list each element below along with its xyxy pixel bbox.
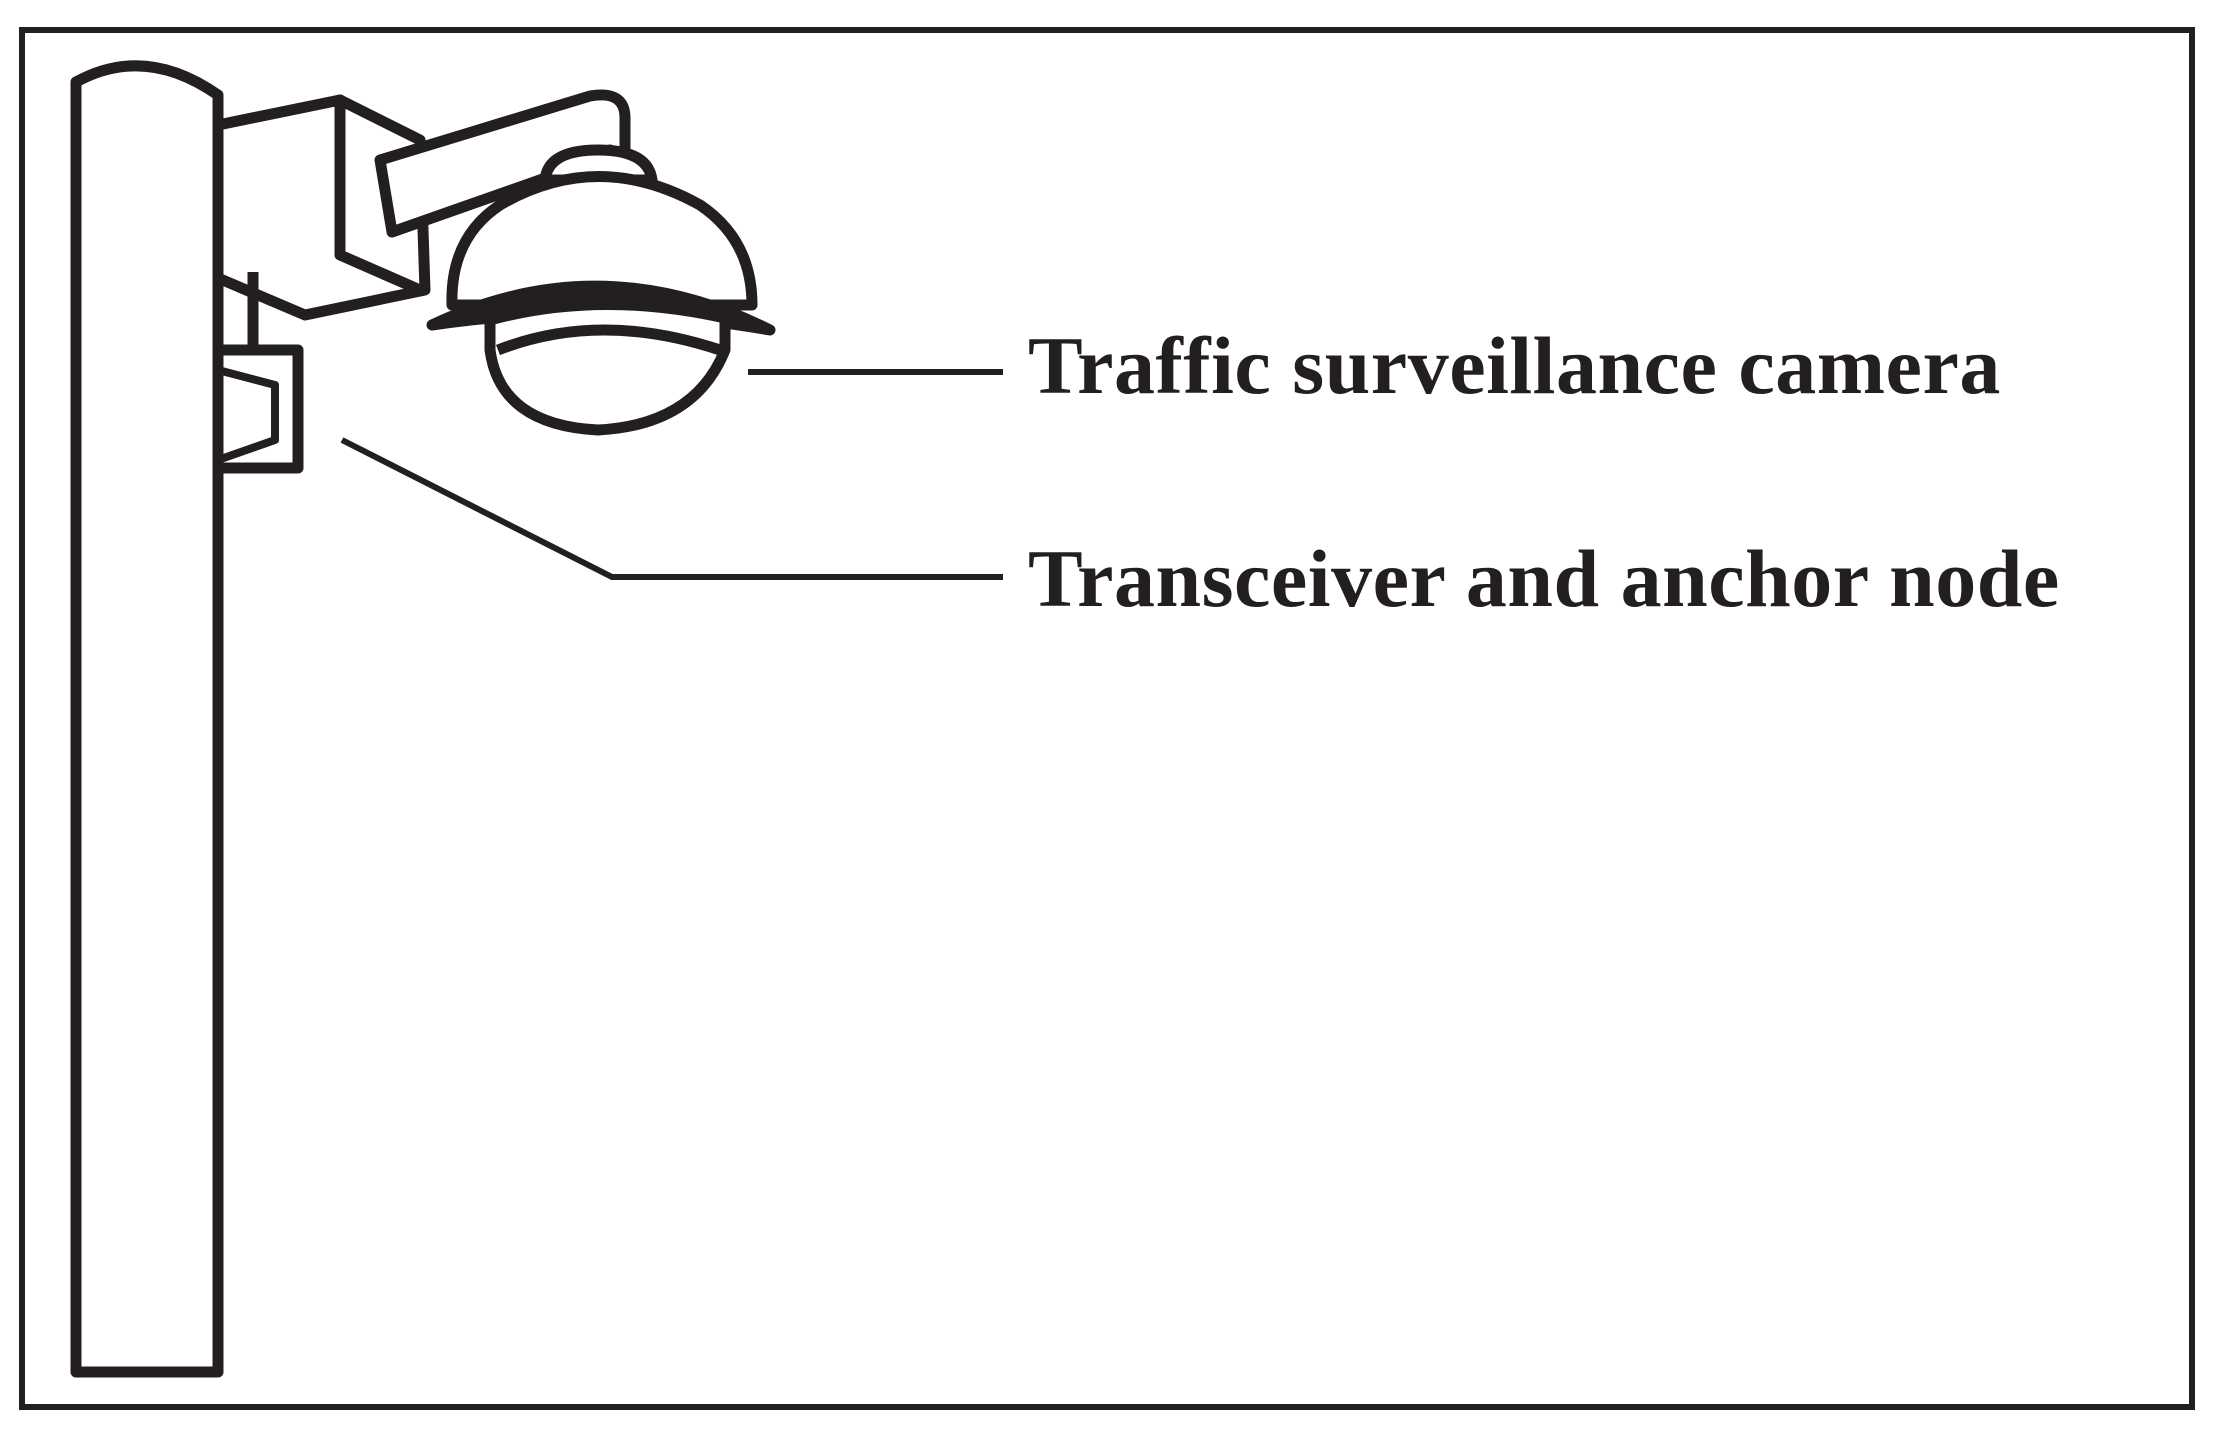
street-pole-icon	[70, 60, 224, 1378]
leader-lines	[340, 369, 1003, 580]
transceiver-box-icon	[212, 272, 304, 474]
dome-camera-icon	[426, 144, 776, 436]
camera-label: Traffic surveillance camera	[1028, 320, 2001, 411]
node-label: Transceiver and anchor node	[1028, 533, 2060, 624]
node-leader-line	[340, 437, 1003, 580]
diagram-frame	[19, 27, 2195, 1410]
camera-bracket-icon	[212, 89, 631, 321]
